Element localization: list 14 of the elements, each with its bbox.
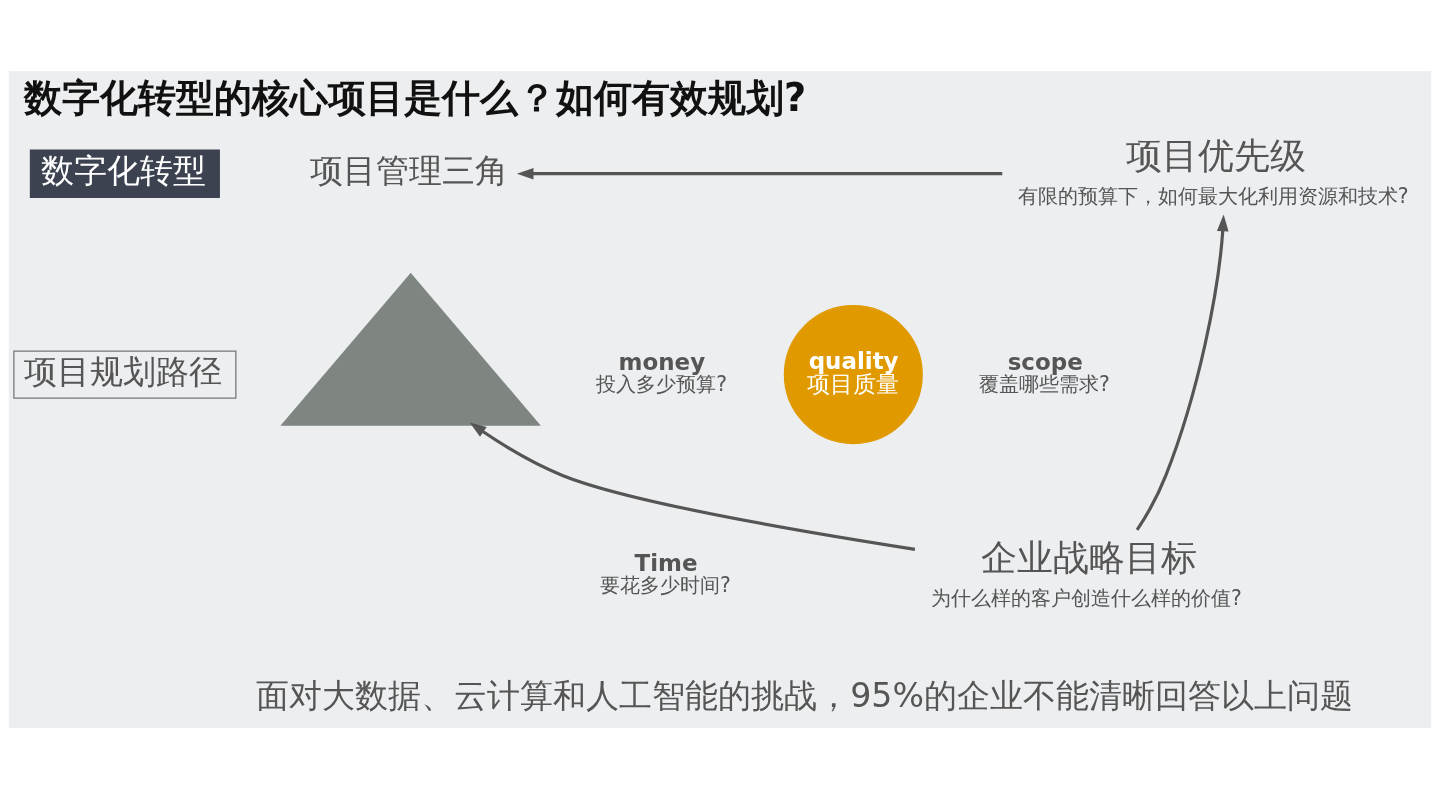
node-box: 项目规划路径 (13, 350, 237, 399)
node-circle: quality 项目质量 (783, 305, 923, 445)
node-text: 企业战略目标 为什么样的客户创造什么样的价值? (931, 536, 1242, 610)
node-label: money (618, 349, 706, 376)
node-triangle (280, 272, 541, 426)
arrow (1135, 214, 1229, 531)
node-box: 数字化转型 (29, 149, 220, 198)
arrow (469, 422, 916, 551)
node-text: 项目管理三角 (309, 150, 508, 190)
node-label: scope (1007, 349, 1083, 376)
arrow (516, 167, 1003, 180)
diagram-title: 数字化转型的核心项目是什么？如何有效规划? (24, 74, 807, 120)
node-text: 项目优先级 有限的预算下，如何最大化利用资源和技术? (1017, 134, 1409, 208)
caption: 面对大数据、云计算和人工智能的挑战，95%的企业不能清晰回答以上问题 (256, 676, 1353, 716)
